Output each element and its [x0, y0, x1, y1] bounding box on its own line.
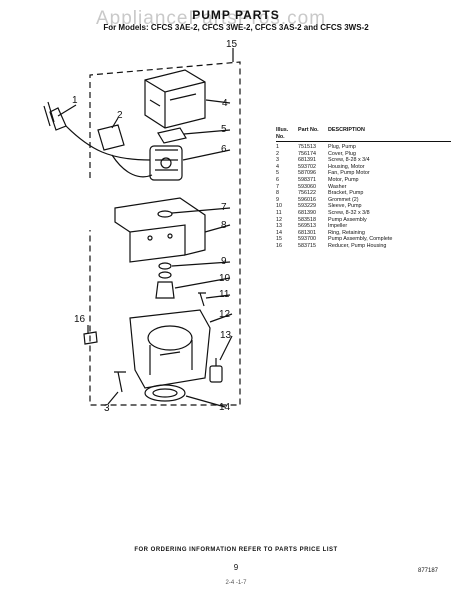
callout-7: 7: [221, 202, 227, 213]
callout-15: 15: [226, 39, 238, 50]
callout-12: 12: [219, 309, 231, 320]
callout-4: 4: [222, 98, 228, 109]
callout-3: 3: [104, 403, 110, 414]
callout-2: 2: [117, 110, 123, 121]
callout-8: 8: [221, 220, 227, 231]
callout-6: 6: [221, 144, 227, 155]
callout-5: 5: [221, 124, 227, 135]
callout-13: 13: [220, 330, 232, 341]
header-part: Part No.: [298, 127, 319, 133]
watermark: AppliancePartsPros.com: [96, 8, 327, 29]
header-description: DESCRIPTION: [328, 127, 365, 133]
page-number: 9: [233, 563, 239, 572]
header-illus: Illus. No.: [276, 127, 289, 140]
model-subtitle: For Models: CFCS 3AE-2, CFCS 3WE-2, CFCS…: [103, 23, 369, 32]
callout-11: 11: [219, 289, 230, 300]
page-title: PUMP PARTS: [192, 8, 280, 22]
callout-14: 14: [219, 402, 231, 413]
parts-table-header: Illus. No. Part No. DESCRIPTION: [276, 127, 451, 142]
callout-16: 16: [74, 314, 86, 325]
callout-10: 10: [219, 273, 231, 284]
callout-1: 1: [72, 95, 78, 106]
bottom-mark: 2-4 -1-7: [225, 580, 247, 586]
document-id: 877187: [418, 568, 439, 574]
ordering-footer: FOR ORDERING INFORMATION REFER TO PARTS …: [134, 547, 338, 553]
callout-9: 9: [221, 256, 227, 267]
